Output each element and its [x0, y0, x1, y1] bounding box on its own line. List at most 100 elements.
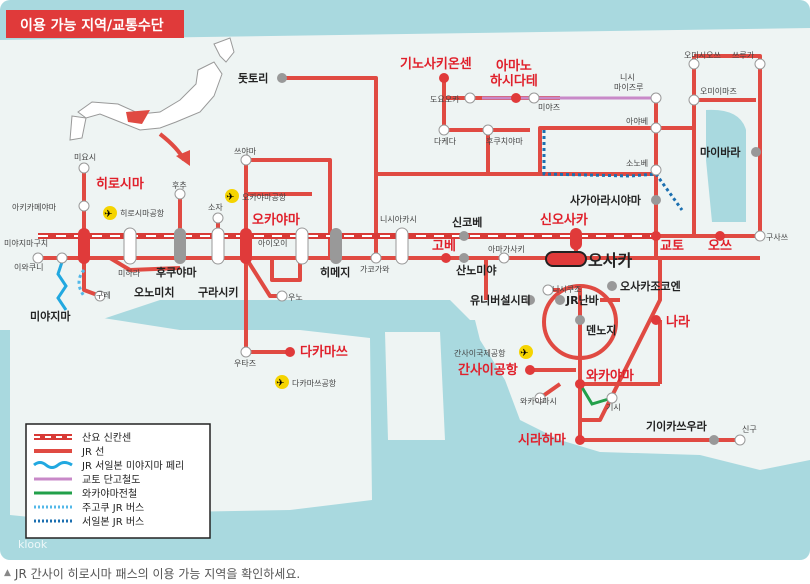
station-marker-kishi	[606, 392, 618, 404]
svg-text:후추: 후추	[172, 181, 187, 190]
station-marker-wakayamashi	[534, 392, 546, 404]
caption-triangle-icon: ▲	[4, 568, 11, 578]
legend-box	[25, 423, 211, 539]
svg-text:신코베: 신코베	[452, 215, 482, 229]
wakayama-railway-line	[578, 383, 613, 406]
svg-text:히메지: 히메지	[320, 265, 350, 279]
svg-text:쓰루가: 쓰루가	[732, 51, 755, 60]
chugoku-bus-line	[77, 269, 86, 297]
airport-icons: ✈ ✈ ✈ ✈	[103, 189, 533, 389]
svg-text:소노베: 소노베	[626, 159, 648, 168]
svg-text:✈: ✈	[276, 378, 284, 389]
label-shirahama: 시라하마	[518, 432, 566, 448]
station-marker-toyooka	[464, 92, 476, 104]
station-markers	[32, 58, 766, 446]
svg-text:아키카메야마: 아키카메야마	[12, 202, 57, 212]
label-kyoto: 교토	[660, 239, 684, 254]
ferry-line	[56, 261, 68, 311]
svg-text:히로시마공항: 히로시마공항	[120, 208, 165, 218]
svg-text:JR 서일본 미야지마 페리: JR 서일본 미야지마 페리	[81, 460, 184, 472]
station-marker-osakajo	[607, 281, 617, 291]
legend-item-nishinihon-bus: 서일본 JR 버스	[34, 516, 144, 528]
caption-text: JR 간사이 히로시마 패스의 이용 가능 지역을 확인하세요.	[14, 566, 301, 581]
svg-text:니시아카시: 니시아카시	[380, 214, 417, 224]
svg-text:구라시키: 구라시키	[198, 285, 238, 299]
airplane-icon	[103, 206, 117, 220]
station-marker-nishi-maizuru	[650, 92, 662, 104]
svg-text:✈: ✈	[520, 348, 528, 359]
station-marker-amagasaki	[498, 252, 510, 264]
svg-text:✈: ✈	[226, 192, 234, 203]
svg-text:간사이국제공항: 간사이국제공항	[454, 348, 506, 358]
svg-text:구사쓰: 구사쓰	[766, 233, 788, 242]
station-marker-uno	[276, 290, 288, 302]
svg-text:교토 단고철도: 교토 단고철도	[82, 474, 140, 486]
svg-text:쓰야마: 쓰야마	[234, 146, 257, 156]
station-marker-takeda	[438, 124, 450, 136]
legend-item-chugoku-bus: 주고쿠 JR 버스	[34, 502, 144, 514]
station-marker-kakogawa	[370, 252, 382, 264]
watermark: klook	[18, 538, 48, 551]
station-marker-takamatsu	[285, 347, 295, 357]
svg-text:마이즈루: 마이즈루	[614, 82, 643, 92]
station-marker-sonobe	[650, 164, 662, 176]
station-marker-nishikujo	[542, 284, 554, 296]
lake-biwa	[706, 109, 746, 222]
station-marker-tsuruga	[754, 58, 766, 70]
station-marker-shinkurashiki	[211, 227, 225, 265]
awaji-land	[385, 332, 445, 440]
station-marker-tottori	[277, 73, 287, 83]
legend: 산요 신칸센 JR 선 JR 서일본 미야지마 페리 교토 단고철도 와카야마전…	[25, 423, 211, 539]
station-marker-hiroshima	[78, 228, 90, 264]
svg-text:아마가사키: 아마가사키	[488, 244, 525, 254]
svg-text:기시: 기시	[606, 403, 621, 412]
svg-text:산요 신칸센: 산요 신칸센	[82, 432, 131, 444]
svg-text:다카마쓰공항: 다카마쓰공항	[292, 379, 337, 388]
airplane-icon	[225, 189, 239, 203]
svg-text:와카야마시: 와카야마시	[520, 396, 557, 406]
station-marker-himeji	[330, 228, 342, 264]
svg-text:마이바라: 마이바라	[700, 145, 741, 159]
svg-text:소자: 소자	[208, 203, 223, 212]
airplane-icon	[519, 345, 533, 359]
svg-text:다케다: 다케다	[434, 137, 457, 146]
station-marker-sannomiya	[459, 253, 469, 263]
station-marker-kii-katsuura	[709, 435, 719, 445]
station-marker-sagano	[651, 195, 661, 205]
svg-text:후쿠치야마: 후쿠치야마	[486, 136, 523, 146]
station-marker-kobe	[441, 253, 451, 263]
station-marker-aioi	[295, 227, 309, 265]
svg-text:JR 선: JR 선	[81, 446, 104, 458]
station-marker-miyoshi	[78, 162, 90, 174]
small-labels: 미요시 아키카메야마 미야지마구치 이와쿠니 미하라 구레 후추 소자 쓰야마 …	[4, 51, 788, 434]
legend-item-ferry: JR 서일본 미야지마 페리	[33, 460, 184, 472]
japan-inset-map	[69, 37, 235, 166]
svg-text:오사카조코엔: 오사카조코엔	[620, 279, 681, 293]
svg-text:덴노지: 덴노지	[586, 323, 616, 337]
station-marker-ayabe	[650, 122, 662, 134]
label-osaka: 오사카	[588, 251, 632, 270]
svg-text:미야지마구치: 미야지마구치	[4, 238, 48, 248]
major-labels: 히로시마 오카야마 신오사카 오사카 고베 교토 오쓰 나라 와카야마 시라하마…	[96, 56, 732, 448]
station-marker-kyoto	[651, 231, 661, 241]
station-marker-omi-shiotsu	[688, 58, 700, 70]
svg-text:아이오이: 아이오이	[258, 238, 287, 248]
nishinihon-bus-line	[542, 130, 684, 211]
svg-text:구레: 구레	[96, 291, 111, 300]
title-badge	[6, 10, 184, 38]
station-marker-fukuyama	[174, 228, 186, 264]
svg-text:우노: 우노	[288, 293, 303, 302]
station-marker-fukuchiyama	[482, 124, 494, 136]
svg-text:미요시: 미요시	[74, 153, 96, 162]
station-marker-shingu	[734, 434, 746, 446]
svg-text:JR난바: JR난바	[565, 293, 600, 307]
station-marker-shin-kobe	[459, 231, 469, 241]
svg-text:✈: ✈	[104, 209, 112, 220]
station-marker-utazu	[240, 346, 252, 358]
airplane-icon	[275, 375, 289, 389]
station-marker-osaka	[545, 251, 587, 267]
station-marker-tennoji	[575, 315, 585, 325]
jr-pass-map: 이용 가능 지역/교통수단	[0, 0, 810, 560]
svg-text:후쿠야마: 후쿠야마	[156, 265, 197, 279]
